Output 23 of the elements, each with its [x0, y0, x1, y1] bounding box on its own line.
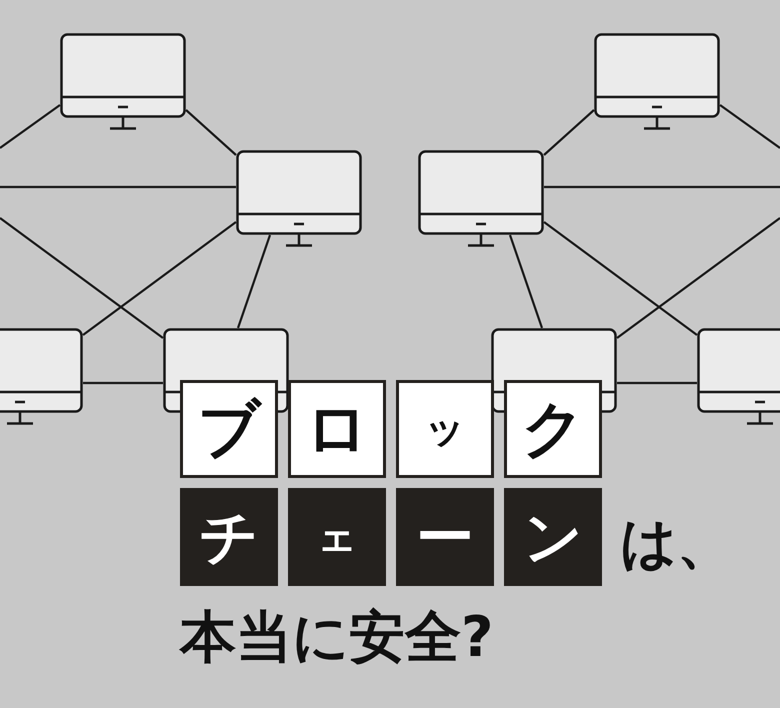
network-line	[185, 109, 237, 156]
network-line	[617, 382, 697, 384]
network-line	[543, 109, 595, 156]
character-tile: ー	[396, 488, 494, 586]
network-line	[719, 104, 780, 149]
character-tile: ブ	[180, 380, 278, 478]
character-tile: ロ	[288, 380, 386, 478]
character-tile: ク	[504, 380, 602, 478]
network-line	[543, 221, 698, 336]
network-line	[236, 234, 272, 328]
character-tile: ッ	[396, 380, 494, 478]
character-tile: ン	[504, 488, 602, 586]
network-line	[544, 186, 780, 188]
network-line	[82, 221, 237, 336]
network-line	[508, 234, 544, 328]
network-line	[0, 104, 61, 149]
network-line	[0, 186, 236, 188]
heading-text: は、	[620, 516, 733, 572]
network-line	[616, 217, 780, 339]
network-line	[83, 382, 163, 384]
character-tile: ェ	[288, 488, 386, 586]
network-line	[0, 217, 164, 339]
character-tile: チ	[180, 488, 278, 586]
